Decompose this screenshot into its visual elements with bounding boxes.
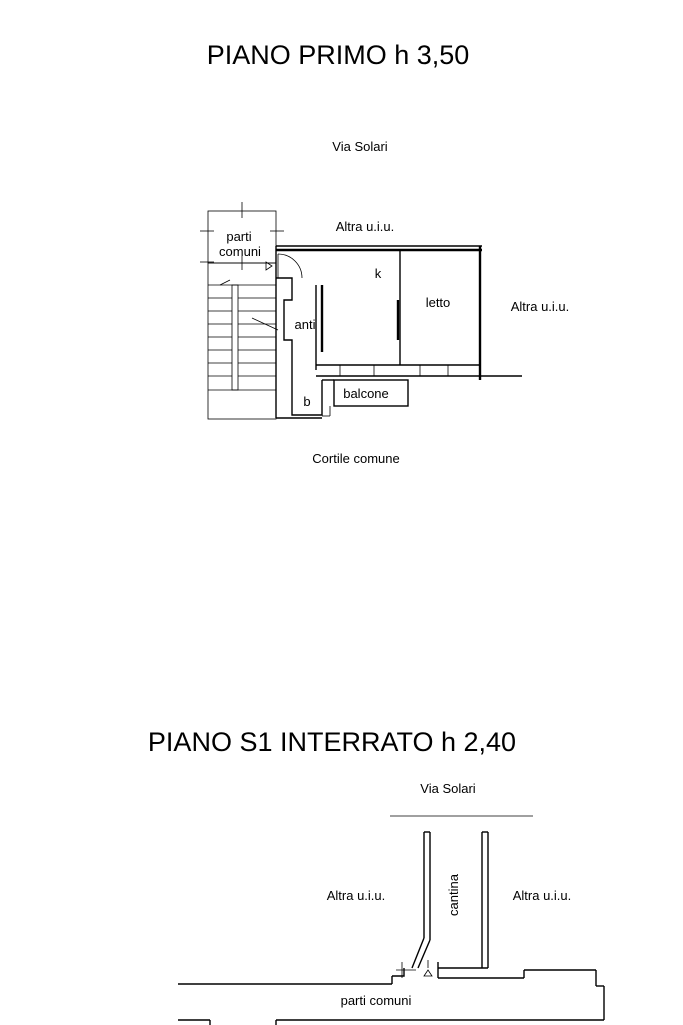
apartment-walls [265,245,522,419]
basement-neighbor-left-label: Altra u.i.u. [327,888,386,903]
first-floor-plan: PIANO PRIMO h 3,50 Via Solari Altra u.i.… [200,40,569,466]
basement-common-areas-label: parti comuni [341,993,412,1008]
basement-street-label: Via Solari [420,781,476,796]
room-bathroom-label: b [303,394,310,409]
common-corridor-walls [178,969,605,1025]
basement-neighbor-right-label: Altra u.i.u. [513,888,572,903]
basement-plan: PIANO S1 INTERRATO h 2,40 Via Solari Alt… [148,727,605,1025]
first-floor-title: PIANO PRIMO h 3,50 [207,40,470,70]
cellar-walls [392,831,489,978]
common-area-block: parti comuni [200,202,284,270]
courtyard-label: Cortile comune [312,451,399,466]
cellar-label: cantina [446,873,461,916]
first-floor-street-label: Via Solari [332,139,388,154]
stairwell [207,262,279,420]
room-kitchen-label: k [375,266,382,281]
basement-title: PIANO S1 INTERRATO h 2,40 [148,727,516,757]
room-anteroom-label: anti [295,317,316,332]
neighbor-unit-top-label: Altra u.i.u. [336,219,395,234]
balcony-label: balcone [343,386,389,401]
balcony: balcone [322,379,409,417]
neighbor-unit-right-label: Altra u.i.u. [511,299,570,314]
common-areas-label-line1: parti [226,229,251,244]
common-areas-label-line2: comuni [219,244,261,259]
room-bedroom-label: letto [426,295,451,310]
